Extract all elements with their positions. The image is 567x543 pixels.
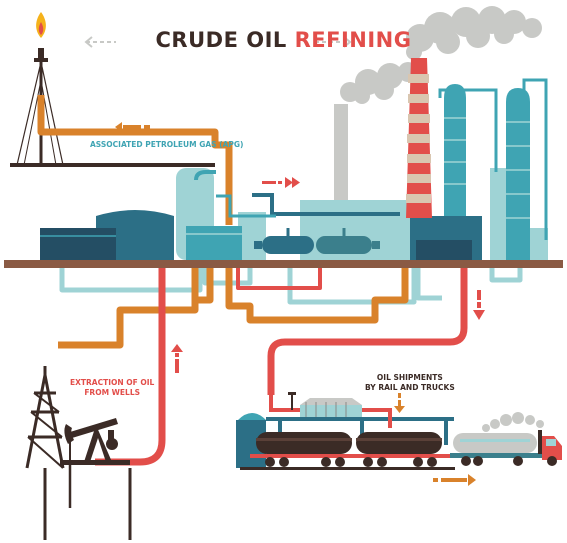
shipments-label: OIL SHIPMENTS BY RAIL AND TRUCKS xyxy=(365,373,455,393)
extraction-label-line2: FROM WELLS xyxy=(84,388,141,397)
title-left-arrow-icon xyxy=(84,36,116,48)
orange-pipes xyxy=(58,268,409,349)
shipment-down-arrow-icon xyxy=(394,393,405,413)
shipment-pipe xyxy=(267,262,468,395)
right-arrow-icon xyxy=(262,177,300,188)
extraction-label: EXTRACTION OF OIL FROM WELLS xyxy=(70,378,154,398)
flame-icon xyxy=(36,12,46,38)
storage-tanks xyxy=(254,228,380,254)
refinery xyxy=(40,58,548,260)
crude-inflow-pipe xyxy=(95,262,166,466)
title-part-2: REFINING xyxy=(294,28,412,52)
smoke-cloud-right xyxy=(406,6,542,60)
apg-label-text: ASSOCIATED PETROLEUM GAS (APG) xyxy=(90,140,244,149)
ground xyxy=(4,260,563,268)
page-title: CRUDE OIL REFINING xyxy=(0,28,567,52)
striped-chimney xyxy=(406,58,432,218)
rail-tank-cars xyxy=(240,432,455,470)
up-arrow-icon xyxy=(171,344,183,373)
apg-pipe xyxy=(37,95,233,225)
down-arrow-icon xyxy=(473,290,485,320)
oil-derrick xyxy=(25,366,65,540)
pump-jack xyxy=(60,418,132,540)
shipments-label-line1: OIL SHIPMENTS xyxy=(376,373,443,382)
apg-arrow-icon xyxy=(115,122,150,132)
title-part-1: CRUDE OIL xyxy=(155,28,295,52)
loading-station xyxy=(236,392,454,468)
distillation-column-left xyxy=(444,84,466,216)
apg-label: ASSOCIATED PETROLEUM GAS (APG) xyxy=(90,140,243,150)
title-right-arrow-icon xyxy=(315,36,352,48)
extraction-label-line1: EXTRACTION OF OIL xyxy=(70,378,155,387)
shipments-label-line2: BY RAIL AND TRUCKS xyxy=(365,383,455,392)
smoke-cloud-left xyxy=(340,62,418,104)
tanker-truck xyxy=(450,430,562,466)
distillation-column-right xyxy=(506,88,530,260)
gray-stack xyxy=(334,104,348,214)
outbound-arrow-icon xyxy=(433,474,476,486)
truck-smoke xyxy=(482,412,544,432)
